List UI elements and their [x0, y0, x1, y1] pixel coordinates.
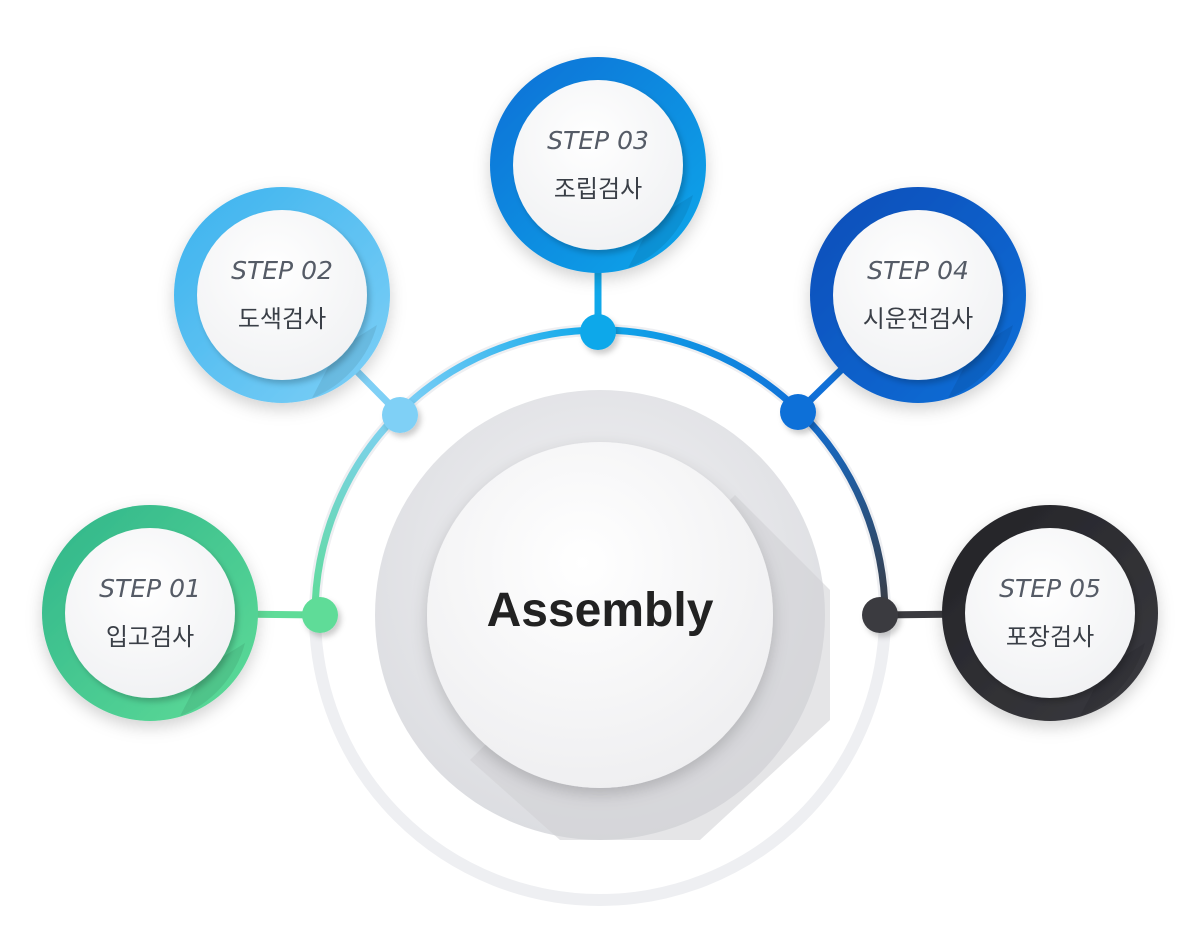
- step-4[interactable]: STEP 04 시운전검사: [810, 187, 1026, 403]
- step-label: 도색검사: [238, 305, 326, 333]
- step-label: 시운전검사: [863, 305, 973, 333]
- arc-node-4: [780, 394, 816, 430]
- step-inner-circle: [833, 210, 1003, 380]
- step-number: STEP 01: [99, 574, 201, 603]
- step-5[interactable]: STEP 05 포장검사: [942, 505, 1158, 721]
- center-title: Assembly: [487, 584, 714, 637]
- step-inner-circle: [197, 210, 367, 380]
- arc-node-3: [580, 314, 616, 350]
- step-label: 포장검사: [1006, 623, 1094, 651]
- arc-node-1: [302, 597, 338, 633]
- step-ring-shadow: [628, 195, 693, 268]
- step-number: STEP 04: [867, 256, 969, 285]
- step-number: STEP 05: [999, 574, 1101, 603]
- step-ring-shadow: [1080, 643, 1145, 716]
- step-ring-shadow: [948, 325, 1013, 398]
- process-arc: [311, 326, 889, 619]
- step-1[interactable]: STEP 01 입고검사: [42, 505, 258, 721]
- arc-node-2: [382, 397, 418, 433]
- step-ring-shadow: [312, 325, 377, 398]
- step-ring-shadow: [180, 643, 245, 716]
- step-inner-circle: [65, 528, 235, 698]
- step-2[interactable]: STEP 02 도색검사: [174, 187, 390, 403]
- step-inner-circle: [513, 80, 683, 250]
- arc-node-5: [862, 597, 898, 633]
- arc-segment-2: [394, 326, 602, 417]
- arc-segment-3: [594, 326, 803, 415]
- step-number: STEP 03: [547, 126, 649, 155]
- step-3[interactable]: STEP 03 조립검사: [490, 57, 706, 273]
- steps-group: STEP 01 입고검사 STEP 02 도색검사 STEP 03 조립검사 STEP 04…: [42, 57, 1158, 721]
- arc-segment-1: [311, 409, 402, 619]
- center-inner-circle[interactable]: [427, 442, 773, 788]
- step-number: STEP 02: [231, 256, 333, 285]
- step-inner-circle: [965, 528, 1135, 698]
- center-disc: Assembly: [375, 390, 830, 840]
- step-label: 입고검사: [106, 623, 194, 651]
- step-label: 조립검사: [554, 175, 642, 203]
- arc-segment-4: [795, 407, 889, 619]
- step-connectors: [253, 269, 947, 633]
